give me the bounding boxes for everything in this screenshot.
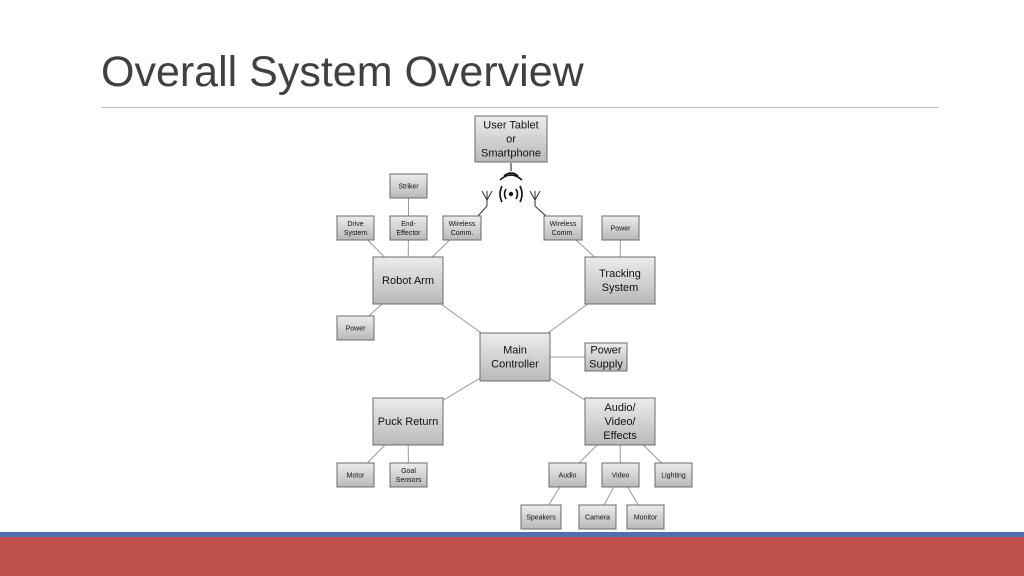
node-label: Wireless [449,221,476,228]
node-label: Power [590,345,622,357]
node-puck-return: Puck Return [372,397,444,446]
footer-accent-bar [0,532,1024,537]
node-box [543,215,583,241]
node-power-left: Power [336,315,375,341]
node-label: Monitor [634,514,658,521]
node-box [336,315,375,341]
node-motor: Motor [336,462,375,488]
node-box [654,462,693,488]
title-divider [101,107,939,108]
node-striker: Striker [389,173,428,199]
node-box [442,215,482,241]
node-robot-arm: Robot Arm [372,256,444,305]
node-label: Robot Arm [382,275,434,287]
node-box [601,215,640,241]
node-power-top: Power [601,215,640,241]
node-box [336,462,375,488]
node-box [520,504,562,530]
node-label: Supply [589,359,623,371]
nodes: User Tablet orSmartphoneStrikerDriveSyste… [336,115,693,530]
node-label: Effects [603,430,637,442]
node-label: Audio/ [604,402,636,414]
node-label: Tracking [599,268,641,280]
node-box [584,397,656,446]
node-label: System [602,282,639,294]
node-box [584,342,628,372]
node-label: Effector [397,230,422,237]
node-audio: Audio [548,462,587,488]
node-label: System [344,230,368,237]
node-label: Main [503,345,527,357]
node-box [578,504,617,530]
node-label: Sensors [396,477,422,484]
node-end-effector: End- Effector [389,215,428,241]
node-box [626,504,665,530]
node-box [584,256,656,305]
node-label: Drive [347,221,363,228]
node-label: Video/ [605,416,637,428]
node-label: Comm. [552,230,575,237]
antenna-left-icon [477,190,493,217]
node-box [548,462,587,488]
node-box [601,462,640,488]
node-speakers: Speakers [520,504,562,530]
footer-bar [0,537,1024,576]
node-box [389,215,428,241]
node-audio-video-effects: Audio/Video/Effects [584,397,656,446]
antenna-right-icon [529,190,547,217]
node-monitor: Monitor [626,504,665,530]
node-label: Audio [559,472,577,479]
node-box [479,332,551,382]
node-label: Power [346,325,367,332]
node-label: or [506,134,516,146]
node-box [389,462,428,488]
node-label: Goal [401,468,416,475]
node-label: Puck Return [378,416,439,428]
node-box [336,215,375,241]
node-box [372,397,444,446]
slide-title: Overall System Overview [101,48,584,96]
node-lighting: Lighting [654,462,693,488]
node-camera: Camera [578,504,617,530]
node-label: Lighting [661,472,686,479]
node-label: Wireless [550,221,577,228]
node-label: Camera [585,514,610,521]
wireless-icons [477,163,547,217]
node-label: Smartphone [481,148,541,160]
node-label: Video [612,472,630,479]
node-label: End- [401,221,416,228]
node-label: Controller [491,359,539,371]
node-label: Motor [347,472,366,479]
node-label: User Tablet [483,120,538,132]
node-label: Speakers [526,514,556,521]
node-box [389,173,428,199]
node-label: Striker [398,183,419,190]
node-box [372,256,444,305]
node-label: Comm. [451,230,474,237]
node-box [474,115,548,163]
node-video: Video [601,462,640,488]
node-label: Power [611,225,632,232]
wireless-signal-icon [499,163,523,203]
